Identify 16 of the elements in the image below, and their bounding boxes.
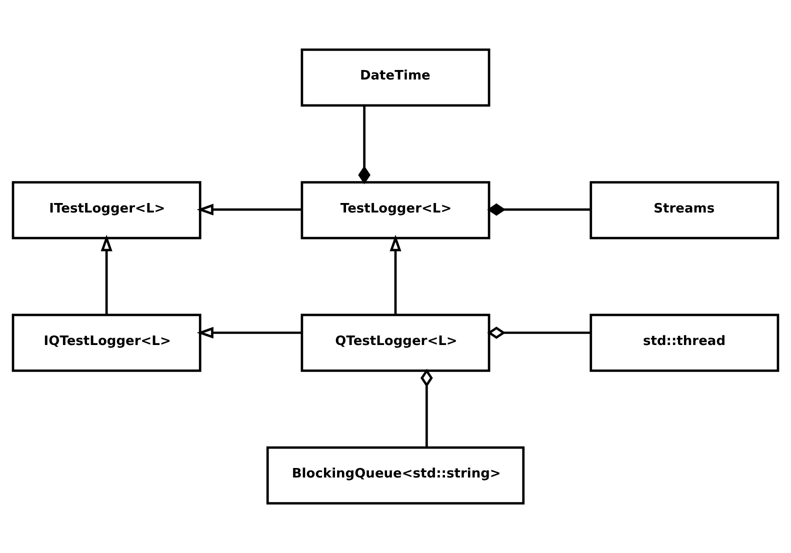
connector — [487, 326, 591, 339]
node-box: BlockingQueue<std::string> — [266, 446, 525, 504]
arrow — [100, 234, 112, 315]
connector — [358, 106, 370, 184]
node-box: IQTestLogger<L> — [12, 314, 202, 372]
arrow — [390, 234, 402, 315]
node-box: DateTime — [300, 48, 490, 107]
node-box: TestLogger<L> — [300, 181, 490, 240]
node-box: ITestLogger<L> — [12, 181, 202, 240]
arrow — [196, 326, 302, 339]
node-box: QTestLogger<L> — [300, 314, 490, 372]
connector — [420, 368, 433, 448]
node-box: Streams — [590, 181, 780, 240]
node-box: std::thread — [590, 314, 780, 372]
connector — [487, 203, 591, 216]
arrow — [196, 204, 302, 216]
